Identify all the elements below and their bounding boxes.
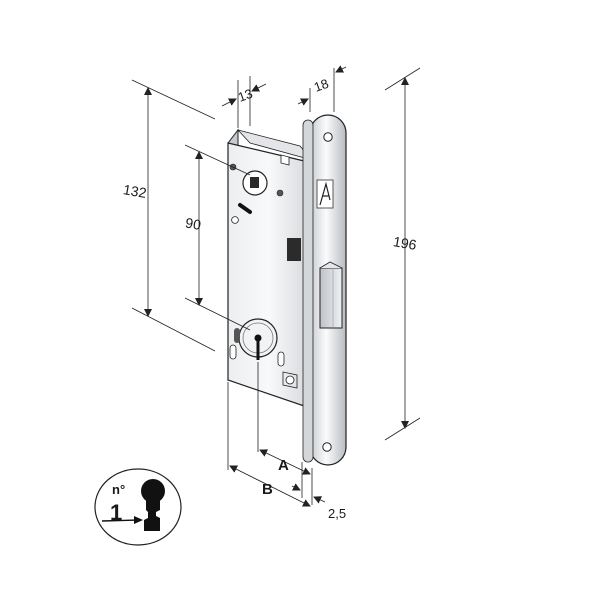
key-number: 1 [110, 500, 122, 525]
dim-13: 13 [236, 86, 255, 105]
key-number-prefix: n° [112, 482, 125, 497]
dim-132: 132 [122, 181, 148, 201]
faceplate [302, 114, 347, 466]
dim-b: B [262, 481, 273, 498]
dim-thickness: 2,5 [328, 506, 346, 521]
key-number-badge: n° 1 [94, 468, 182, 546]
keyhole [238, 318, 278, 360]
dimension-lines [131, 65, 421, 507]
dim-90: 90 [184, 214, 202, 232]
dim-a: A [278, 457, 289, 474]
key-profile-icon [141, 479, 165, 531]
faceplate-screw-top [323, 132, 333, 142]
brand-logo-icon [316, 179, 334, 209]
lever-window [287, 238, 301, 261]
dim-18: 18 [312, 76, 331, 95]
faceplate-screw-bottom [322, 442, 332, 452]
spindle-square [250, 177, 259, 188]
dimension-labels: 13 18 132 90 196 A B 2,5 [122, 76, 418, 521]
dim-196: 196 [392, 233, 418, 253]
latch-bolt [319, 267, 343, 329]
lock-case [227, 128, 314, 409]
